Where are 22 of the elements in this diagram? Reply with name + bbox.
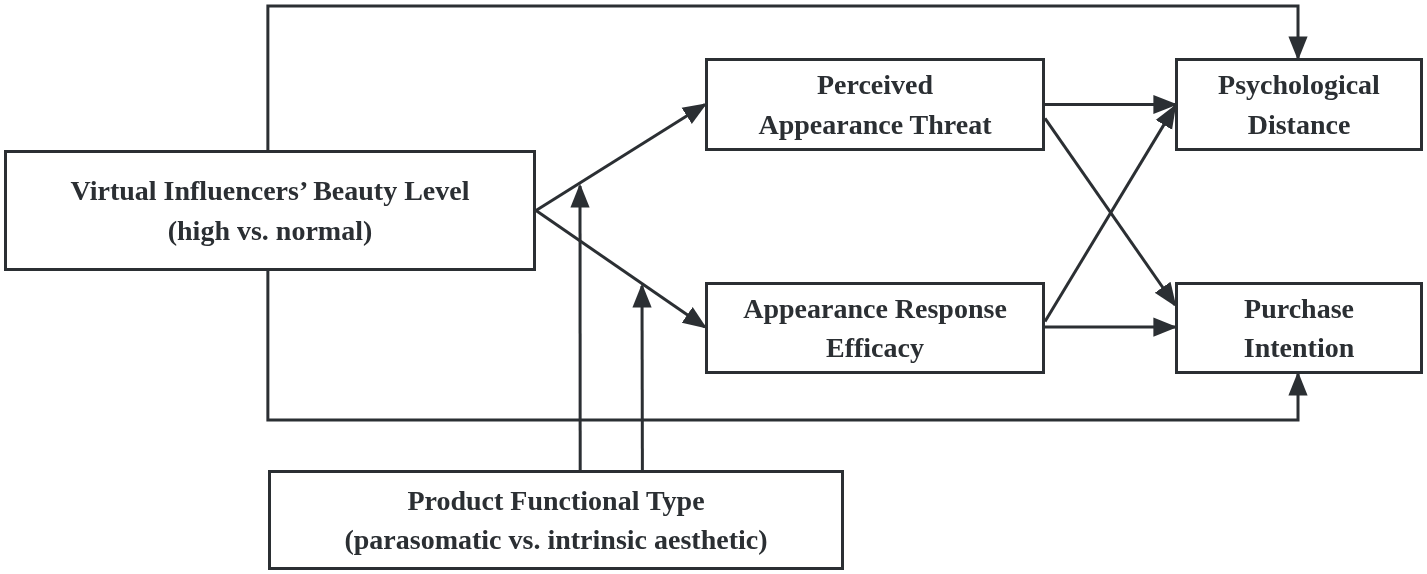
variable-levels: (high vs. normal) [167,213,373,248]
variable-box [705,58,1045,151]
arrow [266,271,1308,422]
variable-name: Virtual Influencers’ Beauty Level [70,174,470,209]
variable-name: Purchase Intention [1242,291,1356,365]
variable-levels: (parasomatic vs. intrinsic aesthetic) [344,523,768,557]
arrow [535,103,708,212]
variable-name: Perceived Appearance Threat [757,68,993,142]
arrow [266,4,1308,150]
arrow [535,209,707,329]
variable-box [1175,282,1423,374]
variable-box [268,470,844,570]
arrow [570,183,590,470]
arrow [1045,317,1178,337]
variable-box [1175,58,1423,151]
variable-name: Product Functional Type [407,483,705,518]
arrow [1045,94,1178,115]
variable-name: Appearance Response Efficacy [742,291,1008,365]
variable-box [4,150,536,271]
variable-name: Psychological Distance [1217,68,1381,142]
arrow [632,283,652,470]
variable-box [705,282,1045,374]
